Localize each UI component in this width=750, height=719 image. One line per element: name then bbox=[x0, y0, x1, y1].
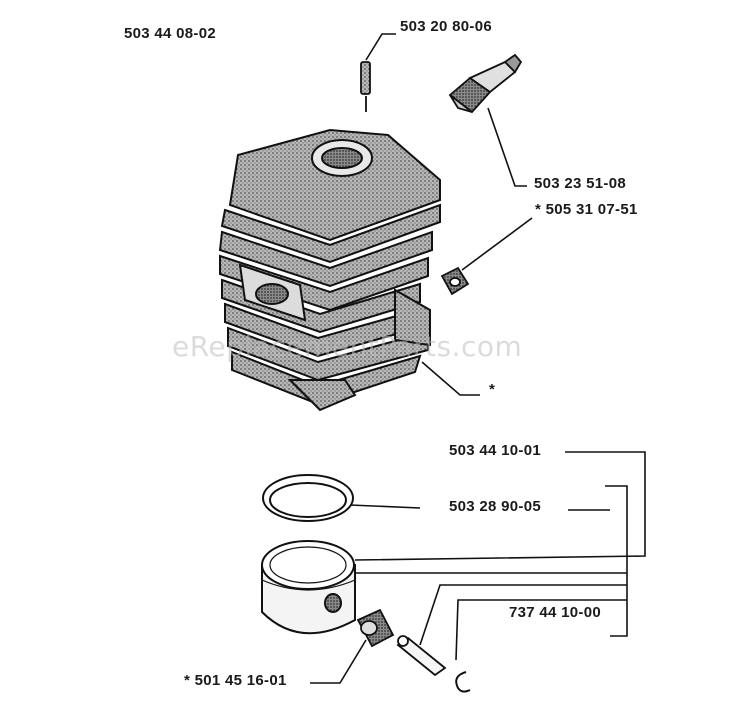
watermark: eReplacementParts.com bbox=[172, 330, 523, 363]
piston-illustration bbox=[261, 540, 356, 635]
decompression-valve-illustration bbox=[360, 61, 371, 112]
needle-bearing-illustration bbox=[356, 608, 395, 648]
part-label-piston-assembly: 503 44 10-01 bbox=[449, 442, 542, 459]
part-label-spark-plug: 503 23 51-08 bbox=[534, 175, 627, 192]
cylinder-illustration bbox=[218, 128, 441, 412]
insert-nut-illustration bbox=[440, 266, 470, 296]
assembly-number: 503 44 08-02 bbox=[124, 25, 217, 42]
piston-pin-illustration bbox=[396, 635, 447, 677]
leader-lines bbox=[310, 33, 646, 684]
piston-ring-illustration bbox=[262, 474, 354, 522]
part-label-insert-nut: * 505 31 07-51 bbox=[535, 201, 638, 218]
part-label-decompression-valve: 503 20 80-06 bbox=[400, 18, 493, 35]
part-label-needle-bearing: * 501 45 16-01 bbox=[184, 672, 287, 689]
part-label-cylinder: * bbox=[489, 381, 496, 398]
part-label-pin-and-circlip: 737 44 10-00 bbox=[509, 604, 602, 621]
part-label-piston-ring: 503 28 90-05 bbox=[449, 498, 542, 515]
spark-plug-illustration bbox=[448, 53, 523, 114]
circlip-illustration bbox=[455, 671, 471, 693]
